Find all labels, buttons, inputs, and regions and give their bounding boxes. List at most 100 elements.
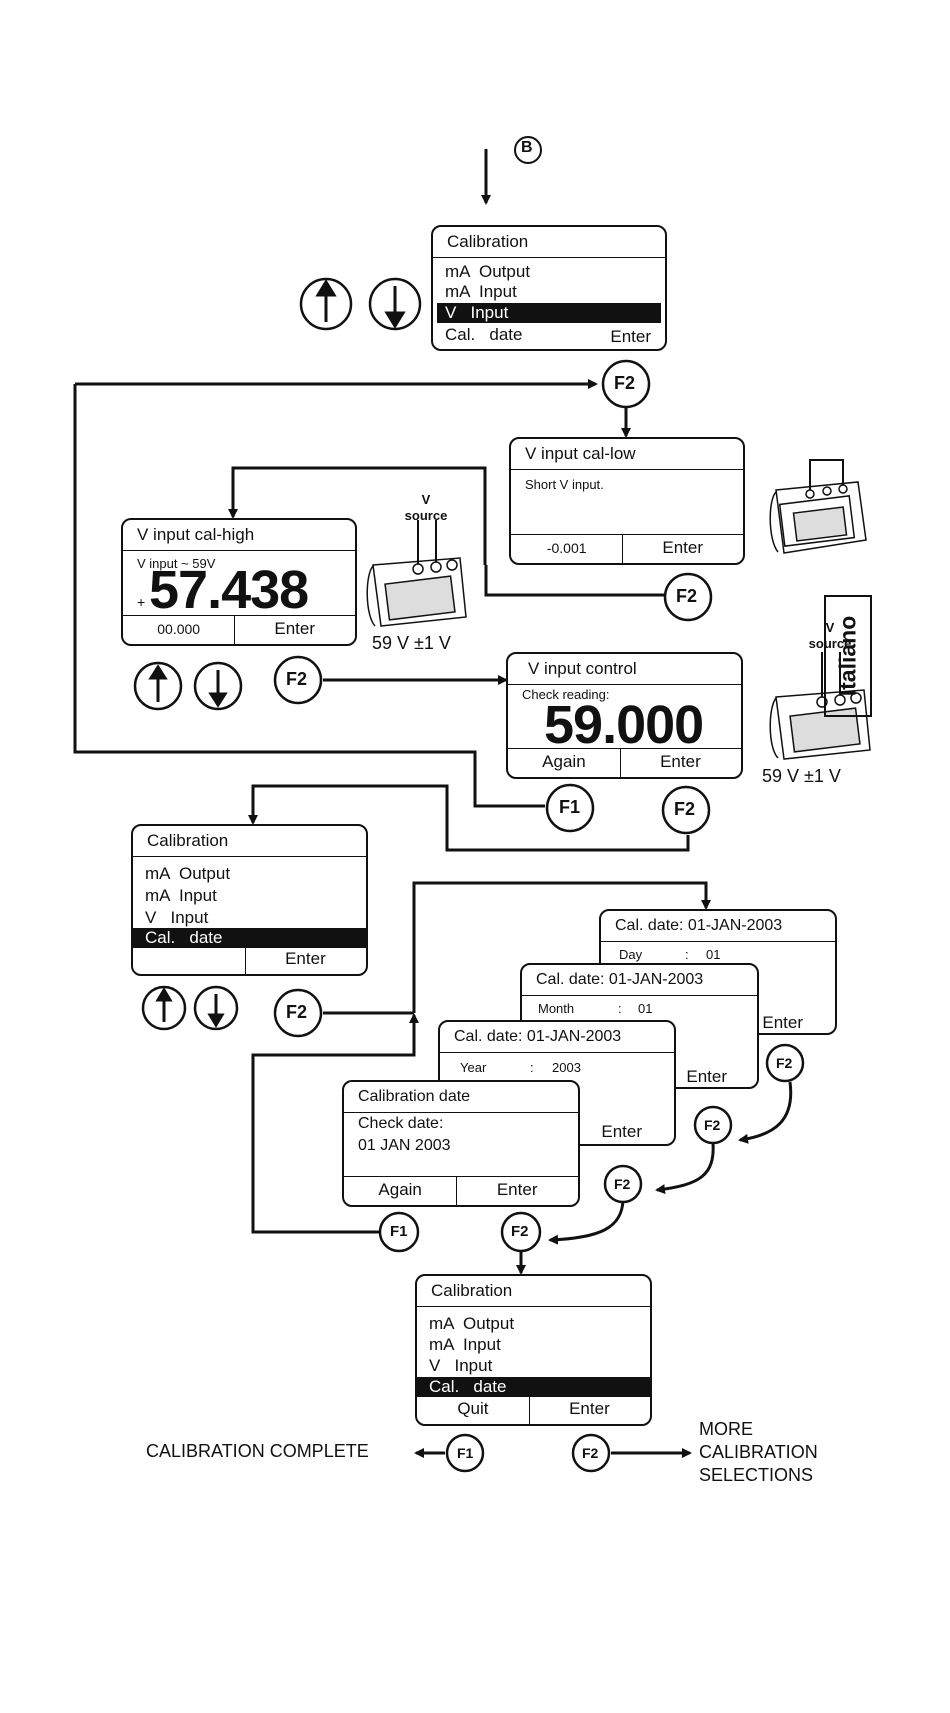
screen-title: V input cal-low	[511, 439, 743, 470]
screen-footer: Enter	[133, 946, 366, 974]
meter-device-2	[366, 520, 467, 627]
menu-item-selected[interactable]: Cal. date	[417, 1377, 650, 1397]
field-label: Day	[619, 947, 643, 962]
menu-item[interactable]: mA Output	[429, 1314, 515, 1333]
language-label: Italiano	[834, 615, 861, 697]
f2-key-label[interactable]: F2	[582, 1445, 599, 1461]
menu-item[interactable]: mA Output	[445, 262, 531, 281]
meter-device-1	[769, 459, 867, 554]
f2-key-label[interactable]: F2	[286, 1002, 308, 1022]
connector-b-circle	[514, 136, 542, 164]
screen-footer: Quit Enter	[417, 1395, 650, 1424]
field-label: Year	[460, 1060, 487, 1075]
screen-cal-low: V input cal-low Short V input. -0.001 En…	[509, 437, 745, 565]
menu-item[interactable]: Cal. date	[445, 325, 523, 344]
screen-calibration-menu: Calibration mA Output mA Input V Input C…	[415, 1274, 652, 1426]
connector-loop	[251, 1013, 419, 1234]
menu-item[interactable]: mA Output	[145, 864, 231, 883]
curved-arrow	[548, 1199, 625, 1245]
f2-key	[500, 1211, 542, 1253]
footer-enter[interactable]: Enter	[285, 949, 326, 968]
f2-key	[765, 1043, 805, 1083]
menu-item-selected[interactable]: V Input	[437, 303, 661, 323]
screen-title: Calibration	[433, 227, 665, 258]
footer-value: 00.000	[123, 616, 236, 644]
f1-key	[378, 1211, 420, 1253]
screen-prompt: V input ~ 59V	[137, 556, 216, 571]
screen-title: Calibration	[133, 826, 366, 857]
f2-key-label[interactable]: F2	[286, 669, 308, 689]
screen-calibration-date: Calibration date Check date: 01 JAN 2003…	[342, 1080, 580, 1207]
menu-item[interactable]: mA Input	[445, 282, 517, 301]
f2-key	[601, 359, 651, 409]
field-value[interactable]: 01	[638, 1001, 653, 1016]
f1-key-label[interactable]: F1	[390, 1223, 408, 1240]
menu-item[interactable]: V Input	[145, 908, 209, 927]
more-selections-label: MORE CALIBRATION SELECTIONS	[699, 1419, 818, 1485]
f2-key-label[interactable]: F2	[614, 1176, 631, 1192]
menu-item[interactable]: mA Input	[145, 886, 217, 905]
f1-key	[545, 783, 595, 833]
f2-key	[273, 988, 323, 1038]
field-separator: :	[530, 1060, 534, 1075]
footer-enter[interactable]: Enter	[569, 1399, 610, 1418]
f1-key-label[interactable]: F1	[457, 1445, 474, 1461]
screen-prompt: Check reading:	[522, 687, 610, 702]
screen-calibration-menu: Calibration mA Output mA Input V Input C…	[431, 225, 667, 351]
footer-enter[interactable]: Enter	[274, 619, 315, 638]
screen-footer: -0.001 Enter	[511, 534, 743, 563]
f2-key-label[interactable]: F2	[676, 586, 698, 606]
footer-value: -0.001	[511, 535, 624, 563]
field-value[interactable]: 01	[706, 947, 721, 962]
connector-b-label: B	[521, 139, 533, 156]
f2-key	[273, 655, 323, 705]
screen-message: Short V input.	[525, 477, 604, 492]
footer-enter[interactable]: Enter	[496, 1180, 538, 1199]
connector-loop	[73, 384, 545, 808]
field-label: Month	[538, 1001, 575, 1016]
connector-arrow	[412, 881, 711, 1013]
screen-title: V input control	[508, 654, 741, 685]
f2-key-label[interactable]: F2	[704, 1117, 721, 1133]
field-separator: :	[685, 947, 689, 962]
reading-value: 59.000	[544, 695, 704, 755]
screen-v-input-control: V input control Check reading: 59.000 Ag…	[506, 652, 743, 779]
menu-item[interactable]: mA Input	[429, 1335, 501, 1354]
f2-key-label[interactable]: F2	[674, 799, 696, 819]
screen-title: V input cal-high	[123, 520, 355, 551]
field-value[interactable]: 2003	[552, 1060, 581, 1075]
f2-key-label[interactable]: F2	[511, 1223, 529, 1240]
footer-quit[interactable]: Quit	[417, 1396, 530, 1424]
connector-arrow	[248, 784, 690, 852]
f2-key	[693, 1105, 733, 1145]
footer-enter[interactable]: Enter	[610, 327, 651, 346]
menu-item[interactable]: V Input	[429, 1356, 493, 1375]
f2-key-label[interactable]: F2	[614, 373, 636, 393]
footer-again[interactable]: Again	[508, 749, 621, 777]
f2-key	[603, 1164, 643, 1204]
screen-title: Cal. date: 01-JAN-2003	[522, 965, 757, 996]
footer-enter[interactable]: Enter	[662, 538, 703, 557]
v-source-label: V source	[808, 620, 852, 651]
footer-enter[interactable]: Enter	[686, 1067, 727, 1086]
f2-key	[663, 572, 713, 622]
screen-title: Cal. date: 01-JAN-2003	[440, 1022, 674, 1053]
reading-value: 57.438	[149, 560, 309, 620]
footer-again[interactable]: Again	[344, 1177, 458, 1205]
f2-key	[661, 785, 711, 835]
curved-arrow	[655, 1142, 715, 1195]
calibration-complete-label: CALIBRATION COMPLETE	[146, 1441, 369, 1461]
menu-item-selected[interactable]: Cal. date	[133, 928, 366, 948]
v-source-tolerance: 59 V ±1 V	[762, 766, 841, 786]
language-tab: Italiano	[824, 595, 872, 717]
screen-calibration-menu: Calibration mA Output mA Input V Input C…	[131, 824, 368, 976]
footer-enter[interactable]: Enter	[762, 1013, 803, 1032]
footer-enter[interactable]: Enter	[601, 1122, 642, 1141]
f2-key-label[interactable]: F2	[776, 1055, 793, 1071]
screen-footer: Again Enter	[344, 1176, 578, 1205]
f1-key-label[interactable]: F1	[559, 797, 581, 817]
footer-enter[interactable]: Enter	[660, 752, 701, 771]
screen-footer: Again Enter	[508, 748, 741, 777]
connector-arrow	[228, 466, 487, 565]
